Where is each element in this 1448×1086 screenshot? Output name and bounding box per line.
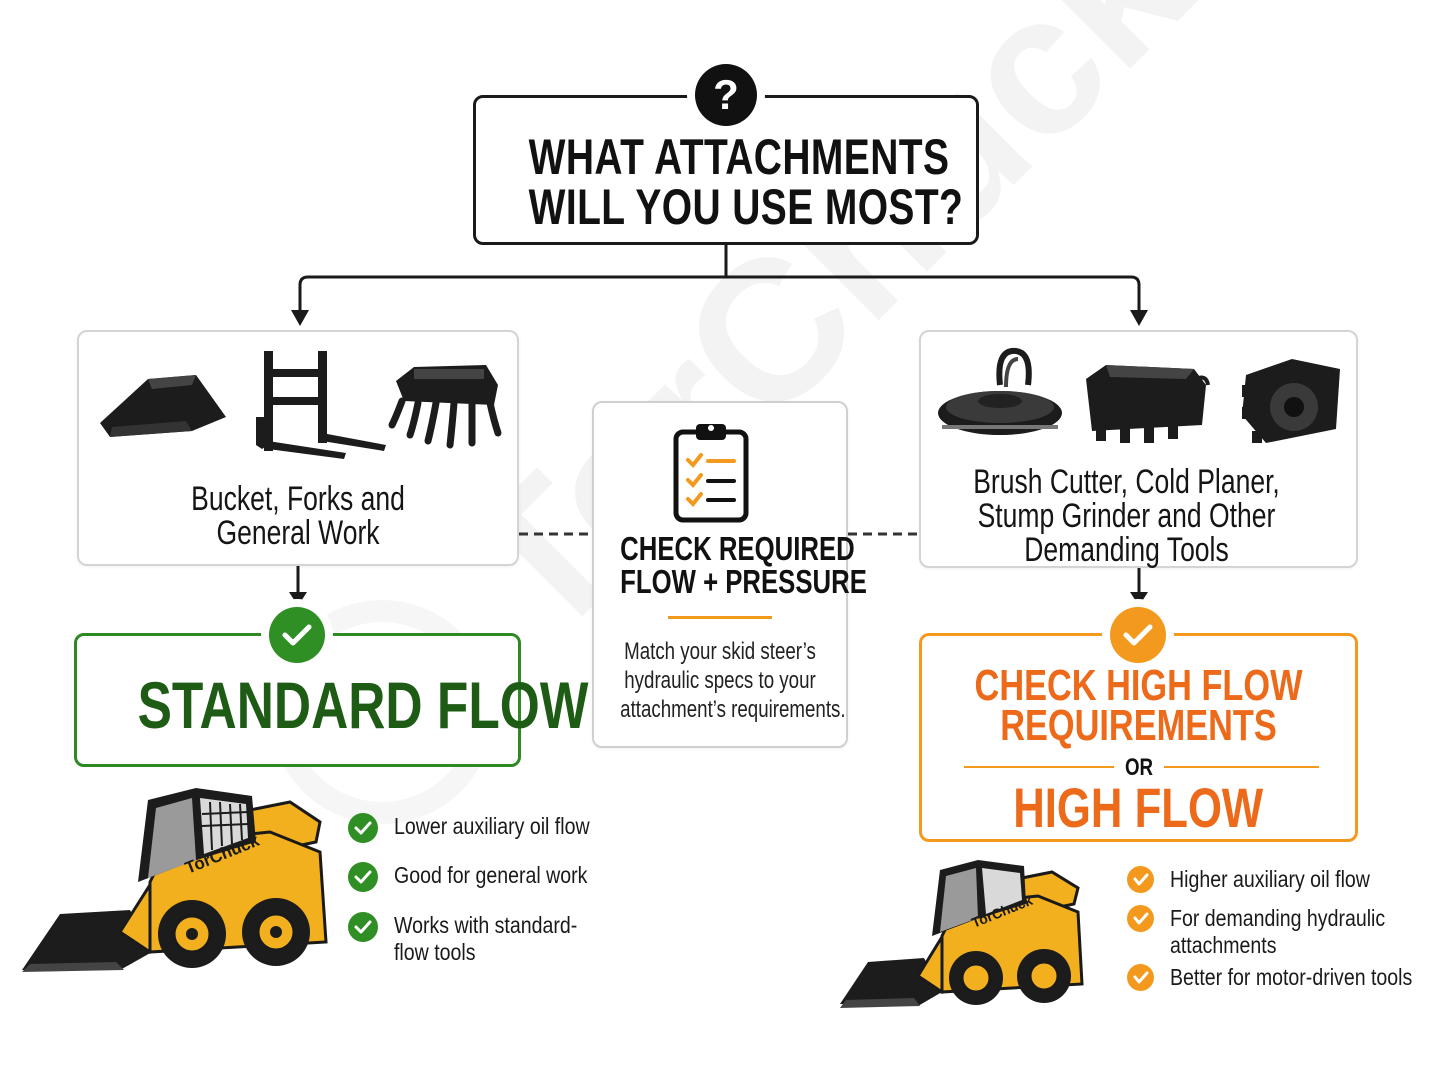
high-flow-bullet-2: For demanding hydraulic attachments: [1127, 905, 1423, 959]
brush-cutter-icon: [938, 347, 1062, 435]
standard-bullet-3: Works with standard- flow tools: [348, 912, 610, 966]
pallet-forks-icon: [256, 351, 386, 459]
clipboard-checklist-icon: [673, 424, 749, 523]
high-flow-requirements: CHECK HIGH FLOW REQUIREMENTS: [974, 661, 1303, 750]
or-label: OR: [1124, 754, 1154, 781]
or-divider-left: [964, 766, 1114, 768]
standard-attachment-icons: [100, 351, 502, 459]
stump-grinder-icon: [1242, 359, 1340, 443]
or-divider-right: [1164, 766, 1319, 768]
divider: [668, 616, 772, 619]
orange-check-icon: [1110, 607, 1166, 663]
high-flow-attachments-label: Brush Cutter, Cold Planer, Stump Grinder…: [973, 463, 1280, 569]
check-icon: [1127, 905, 1154, 932]
high-flow-attachment-icons: [938, 347, 1340, 443]
check-icon: [1127, 964, 1154, 991]
high-flow-bullet-3: Better for motor-driven tools: [1127, 964, 1448, 991]
standard-flow-title: STANDARD FLOW: [137, 668, 589, 742]
high-flow-skid-steer-illustration: TorChuck: [840, 860, 1084, 1008]
high-flow-bullet-1: Higher auxiliary oil flow: [1127, 866, 1405, 893]
bucket-icon: [100, 375, 226, 437]
check-icon: [348, 813, 378, 843]
standard-bullet-1: Lower auxiliary oil flow: [348, 813, 624, 843]
cold-planer-icon: [1086, 365, 1210, 443]
standard-bullet-2: Good for general work: [348, 862, 622, 892]
question-mark-icon: ?: [695, 64, 757, 126]
standard-attachments-label: Bucket, Forks and General Work: [191, 480, 405, 552]
green-check-icon: [269, 607, 325, 663]
check-flow-description: Match your skid steer’s hydraulic specs …: [620, 638, 846, 723]
check-icon: [1127, 866, 1154, 893]
high-flow-title: HIGH FLOW: [1013, 776, 1264, 839]
high-flow-box: [919, 633, 1358, 842]
grapple-icon: [388, 365, 502, 449]
standard-skid-steer-illustration: TorChuck: [22, 788, 328, 972]
check-flow-title: CHECK REQUIRED FLOW + PRESSURE: [620, 530, 867, 600]
question-title: WHAT ATTACHMENTS WILL YOU USE MOST?: [528, 129, 964, 235]
check-icon: [348, 862, 378, 892]
check-icon: [348, 912, 378, 942]
